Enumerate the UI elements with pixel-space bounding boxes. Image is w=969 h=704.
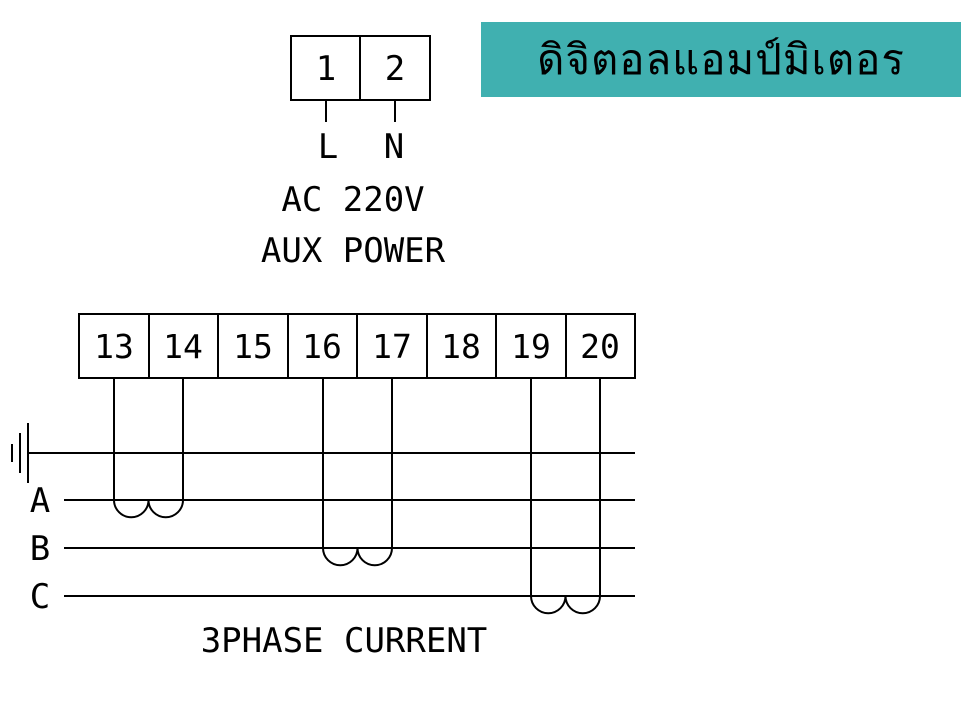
- aux-power-label: AUX POWER: [261, 231, 446, 271]
- title-banner: ดิจิตอลแอมป์มิเตอร: [481, 22, 961, 97]
- phase-label-c: C: [30, 577, 50, 617]
- aux-terminal-number: 2: [385, 49, 405, 89]
- terminal-number: 17: [372, 327, 412, 366]
- aux-terminal-number: 1: [316, 49, 336, 89]
- terminal-number: 19: [511, 327, 551, 366]
- title-text: ดิจิตอลแอมป์มิเตอร: [537, 34, 905, 84]
- signal-label-l: L: [318, 127, 338, 167]
- ground-icon: [11, 423, 29, 483]
- terminal-number: 14: [163, 327, 203, 366]
- terminal-number: 18: [441, 327, 481, 366]
- terminal-number: 20: [580, 327, 620, 366]
- aux-voltage-label: AC 220V: [281, 180, 424, 220]
- terminal-number: 13: [94, 327, 134, 366]
- phase-label-b: B: [30, 529, 50, 569]
- three-phase-current-label: 3PHASE CURRENT: [201, 621, 488, 661]
- phase-label-a: A: [30, 481, 50, 521]
- ct-phase-b: [322, 378, 393, 567]
- ct-phase-a: [113, 378, 184, 519]
- ct-phase-c: [530, 378, 601, 615]
- signal-label-n: N: [384, 127, 404, 167]
- terminal-number: 16: [302, 327, 342, 366]
- terminal-number: 15: [233, 327, 273, 366]
